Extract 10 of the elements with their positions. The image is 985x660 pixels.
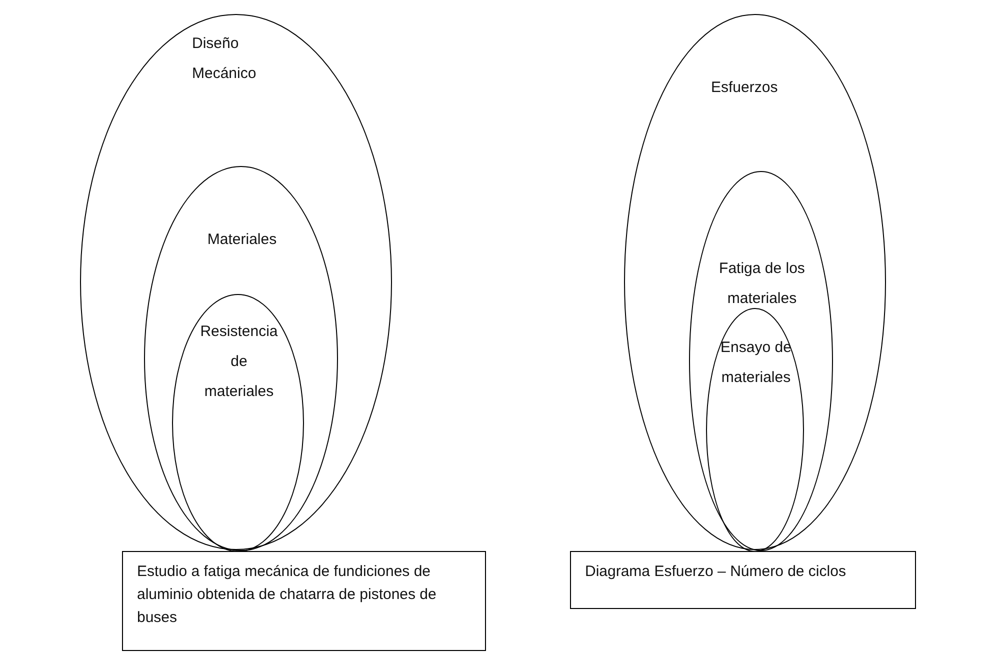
text-box (122, 551, 486, 651)
concept-label: Resistencia de materiales (199, 322, 279, 402)
text-box (570, 551, 916, 609)
description-text: Estudio a fatiga mecánica de fundiciones de aluminio obtenida de chatarra de pistones de buses (137, 562, 438, 628)
concept-label: Esfuerzos (711, 78, 779, 98)
concept-label: Ensayo de materiales (720, 338, 792, 388)
concept-label: Materiales (206, 230, 278, 250)
concept-label: Fatiga de los materiales (718, 259, 806, 309)
description-text: Diagrama Esfuerzo – Número de ciclos (585, 562, 847, 582)
concept-label: Diseño Mecánico (192, 34, 258, 84)
